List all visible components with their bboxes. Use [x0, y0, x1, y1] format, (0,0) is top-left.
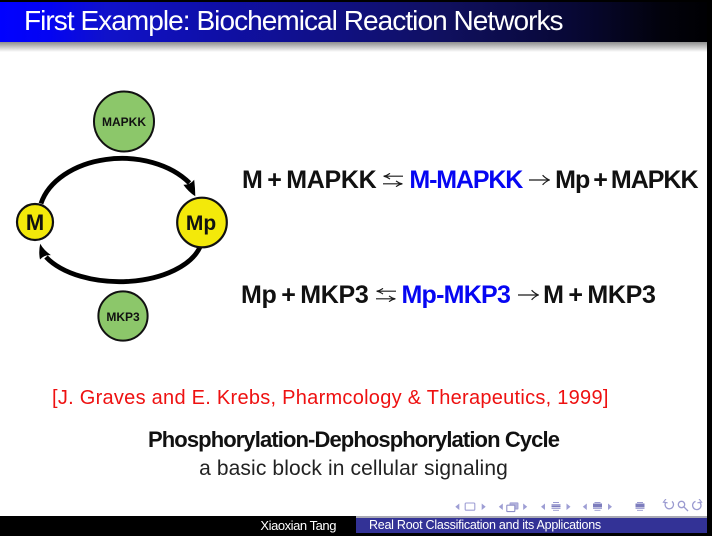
svg-text:Mp: Mp: [186, 212, 216, 235]
svg-text:MKP3: MKP3: [106, 310, 140, 324]
svg-text:MAPKK: MAPKK: [102, 115, 146, 129]
svg-text:M: M: [26, 210, 44, 235]
